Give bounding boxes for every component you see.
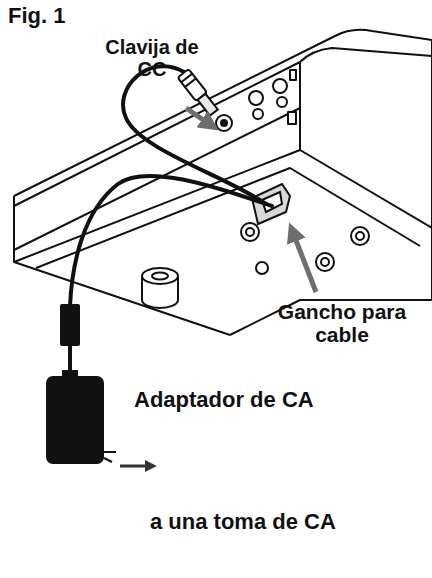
adapter-prong [104,451,116,453]
device-housing [14,30,432,335]
part-label: Adaptador de CA [134,388,424,412]
figure-title: Fig. 1 [8,4,65,28]
ac-adapter [46,376,104,464]
adapter-strain-relief [62,370,78,378]
hook-arrow [292,230,316,292]
rubber-foot [142,268,178,308]
outlet-arrow [120,465,152,468]
adapter-prong [104,458,112,462]
dc-cable [70,66,272,376]
note-label: a una toma de CA [150,510,420,534]
part-label: Gancho para cable [262,300,422,346]
plug-arrow [186,108,212,126]
dc-plug [178,69,220,117]
ferrite-core [60,304,80,346]
part-label: Clavija de CC [102,36,202,80]
